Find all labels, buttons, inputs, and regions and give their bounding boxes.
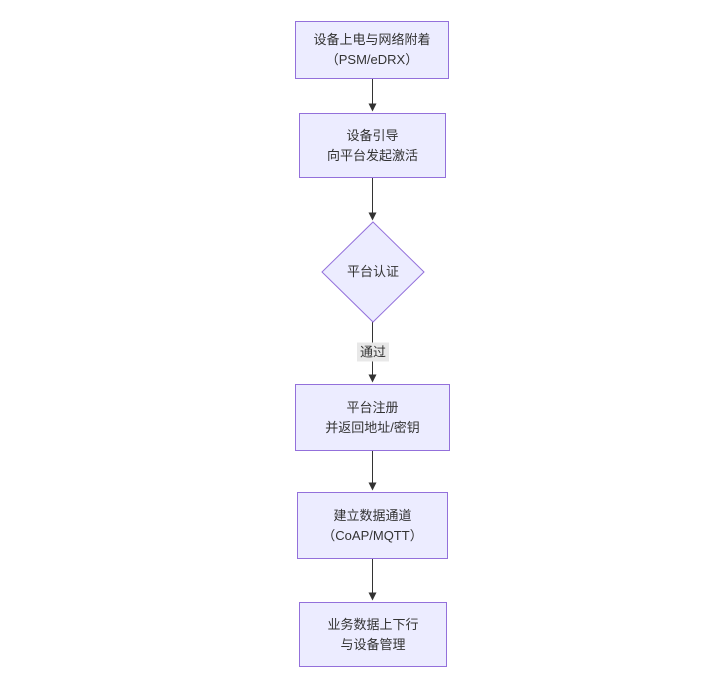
node-label-line: 建立数据通道 bbox=[333, 507, 412, 523]
node-label-line: 设备上电与网络附着 bbox=[313, 32, 431, 47]
node-platform-register: 平台注册 并返回地址/密钥 bbox=[295, 384, 450, 451]
node-label-line: （CoAP/MQTT） bbox=[322, 527, 423, 543]
decision-platform-auth-label: 平台认证 bbox=[346, 264, 399, 279]
edge-label-pass: 通过 bbox=[356, 342, 390, 362]
node-device-bootstrap: 设备引导 向平台发起激活 bbox=[299, 113, 446, 178]
node-label-line: 与设备管理 bbox=[340, 636, 406, 652]
node-business-data: 业务数据上下行 与设备管理 bbox=[299, 602, 447, 667]
node-label-line: （PSM/eDRX） bbox=[325, 52, 419, 67]
node-label-line: 并返回地址/密钥 bbox=[325, 419, 420, 435]
decision-diamond-shape bbox=[321, 221, 425, 323]
node-label-line: 设备引导 bbox=[346, 127, 399, 143]
node-label-line: 业务数据上下行 bbox=[327, 616, 419, 632]
node-label-line: 平台注册 bbox=[346, 399, 399, 415]
node-label-line: 向平台发起激活 bbox=[326, 147, 418, 163]
node-device-power-attach: 设备上电与网络附着 （PSM/eDRX） bbox=[295, 21, 449, 79]
node-data-channel: 建立数据通道 （CoAP/MQTT） bbox=[297, 492, 448, 559]
